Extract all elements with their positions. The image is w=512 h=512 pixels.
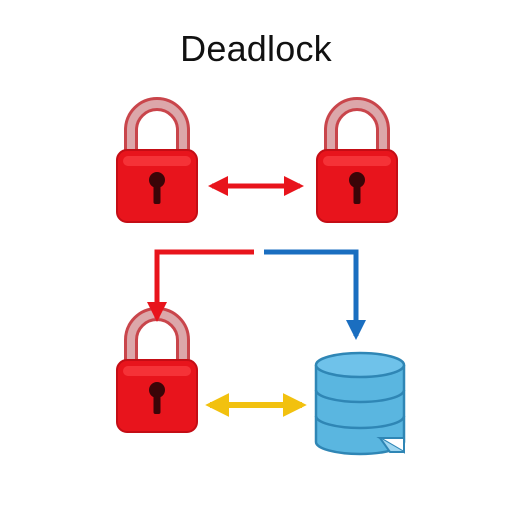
lock-bottom-left-icon: [117, 314, 197, 432]
diagram-title: Deadlock: [180, 28, 332, 69]
lock-top-left-icon: [117, 104, 197, 222]
arrow-blue-elbow: [264, 249, 366, 340]
database-icon: [314, 351, 406, 456]
arrow-red-elbow: [147, 249, 254, 322]
lock-top-right-icon: [317, 104, 397, 222]
